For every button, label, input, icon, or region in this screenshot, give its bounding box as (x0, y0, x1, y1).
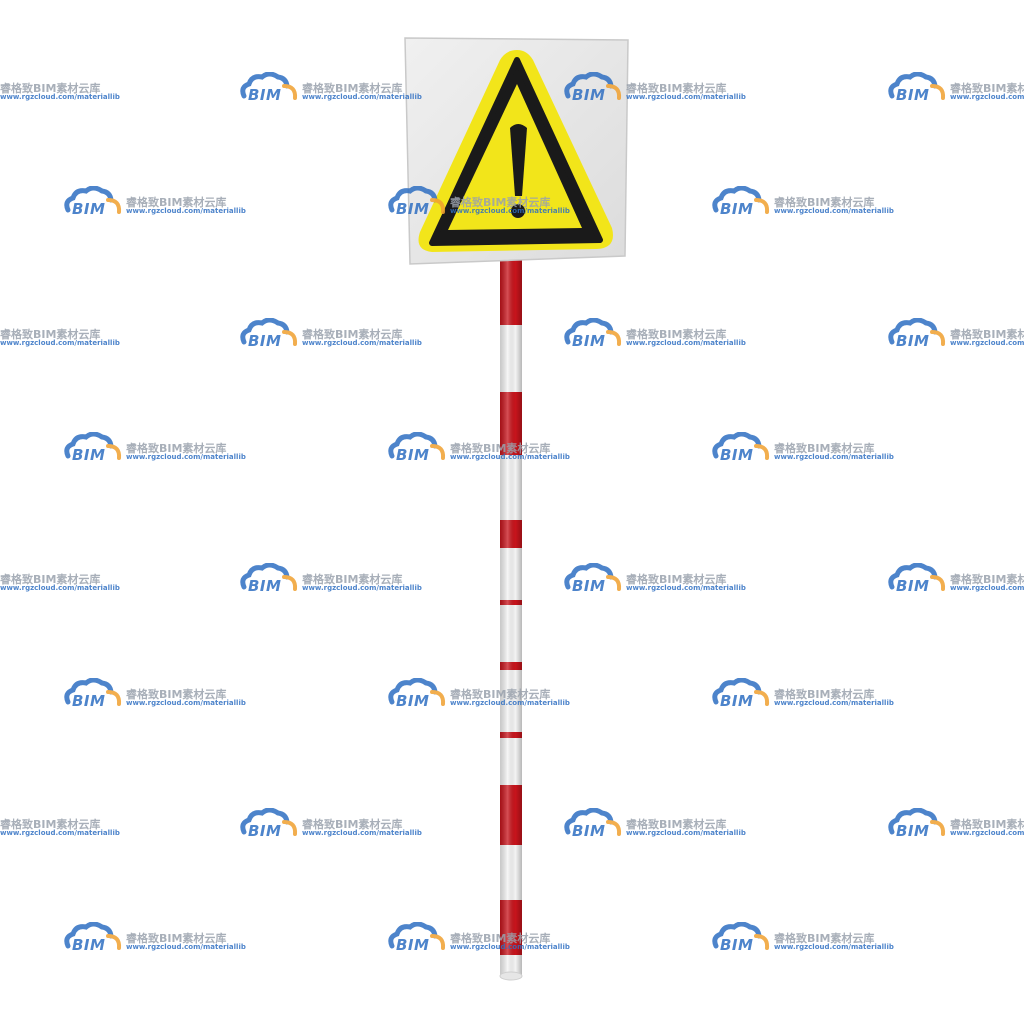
exclamation-warning-icon (510, 124, 527, 218)
striped-pole (499, 258, 523, 981)
